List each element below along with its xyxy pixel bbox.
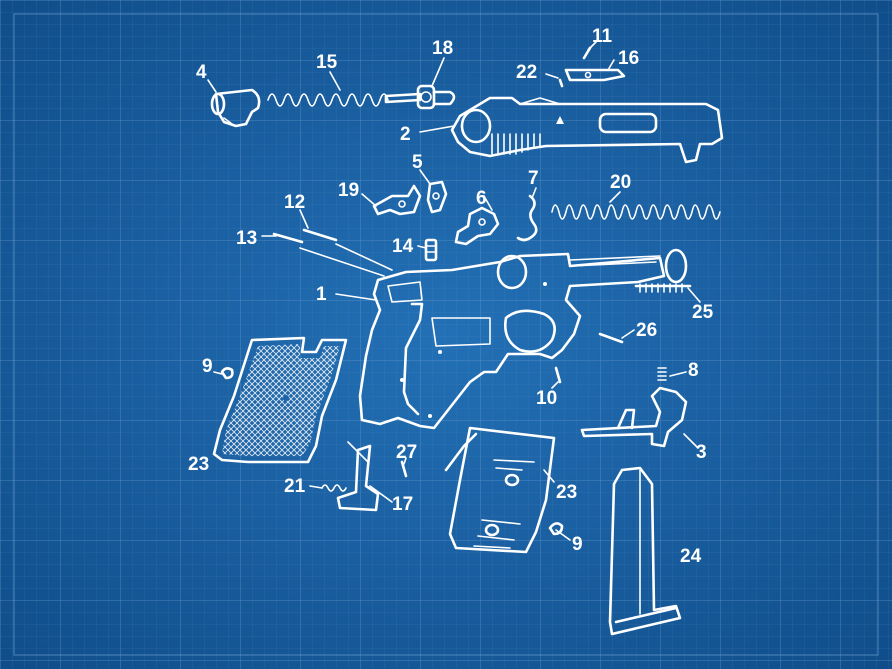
part-pin-26 <box>598 332 624 344</box>
leader-25 <box>687 287 701 303</box>
label-9-right: 9 <box>572 534 583 555</box>
part-mainspring <box>551 204 721 220</box>
label-19: 19 <box>338 180 359 201</box>
part-extractor-pin <box>558 78 564 88</box>
part-spring-21 <box>321 484 347 492</box>
leader-8 <box>669 371 687 377</box>
leader-19 <box>361 193 377 207</box>
part-grip-screw-right <box>548 522 564 536</box>
label-1: 1 <box>316 284 327 305</box>
leader-23b <box>543 469 555 483</box>
leader-14 <box>417 245 427 249</box>
part-pin-10 <box>554 366 562 384</box>
leader-1 <box>335 293 377 301</box>
label-25: 25 <box>692 302 714 323</box>
part-slide <box>450 96 724 164</box>
part-pin-27 <box>400 460 408 478</box>
leader-15 <box>329 71 341 91</box>
label-12: 12 <box>284 192 305 213</box>
leader-17 <box>369 485 393 503</box>
leader-11 <box>587 41 597 51</box>
part-trigger-bar <box>580 386 688 448</box>
part-grip-panel-right <box>444 426 556 554</box>
part-spring-14 <box>424 238 438 262</box>
part-spring-guide <box>384 84 456 110</box>
part-sear <box>426 180 448 214</box>
part-hammer <box>454 206 500 246</box>
label-18: 18 <box>432 38 453 59</box>
leader-21 <box>309 485 323 489</box>
part-barrel-bushing <box>210 88 261 128</box>
leader-2 <box>419 125 455 133</box>
label-2: 2 <box>400 124 411 145</box>
leader-27 <box>403 457 407 465</box>
label-8: 8 <box>688 360 699 381</box>
part-grip-screw-left <box>220 367 234 380</box>
part-disconnector <box>372 184 422 216</box>
part-frame <box>358 248 692 430</box>
leader-4 <box>207 79 217 93</box>
leader-18 <box>431 57 445 87</box>
label-26: 26 <box>636 320 657 341</box>
part-magazine-catch <box>336 441 380 512</box>
leader-16 <box>607 59 615 71</box>
label-14: 14 <box>392 236 414 257</box>
label-22: 22 <box>516 62 537 83</box>
label-10: 10 <box>536 388 557 409</box>
label-3: 3 <box>696 442 707 463</box>
label-11: 11 <box>592 26 613 47</box>
label-6: 6 <box>476 188 487 209</box>
part-recoil-spring <box>267 93 389 107</box>
part-spring-8 <box>657 367 667 381</box>
leader-12 <box>299 209 309 229</box>
part-extractor <box>564 68 626 82</box>
leader-22 <box>545 73 559 79</box>
part-pin-13 <box>272 232 304 244</box>
part-pin-12 <box>302 228 338 242</box>
leader-6 <box>483 195 493 211</box>
part-grip-panel-left <box>212 336 348 464</box>
assembly-line-pins <box>299 243 393 277</box>
leader-3 <box>683 433 699 449</box>
label-21: 21 <box>284 476 306 497</box>
leader-10 <box>551 381 559 389</box>
leader-9a <box>213 371 223 375</box>
label-15: 15 <box>316 52 338 73</box>
label-5: 5 <box>412 152 423 173</box>
label-27: 27 <box>396 442 417 463</box>
border-frame <box>13 13 879 656</box>
leader-5 <box>419 169 431 185</box>
label-16: 16 <box>618 48 639 69</box>
leader-9b <box>555 529 571 541</box>
label-13: 13 <box>236 228 257 249</box>
label-9-left: 9 <box>202 356 213 377</box>
leader-20 <box>609 191 621 203</box>
label-20: 20 <box>610 172 631 193</box>
leader-26 <box>621 329 635 339</box>
label-24: 24 <box>680 546 702 567</box>
label-23-left: 23 <box>188 454 209 475</box>
label-17: 17 <box>392 494 413 515</box>
label-4: 4 <box>196 62 207 83</box>
part-magazine <box>608 466 682 636</box>
label-23-right: 23 <box>556 482 577 503</box>
label-7: 7 <box>528 168 539 189</box>
leader-7 <box>531 187 537 199</box>
part-hammer-spring <box>516 194 538 242</box>
